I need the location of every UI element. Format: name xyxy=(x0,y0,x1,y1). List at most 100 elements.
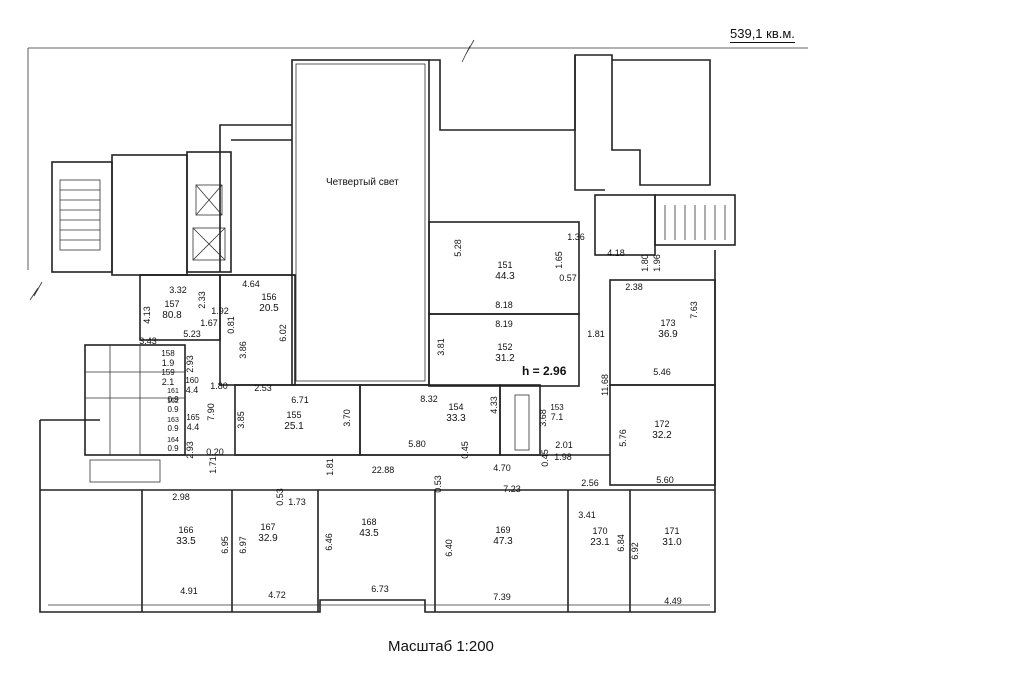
dimension-label: 7.63 xyxy=(689,301,699,319)
dimension-label: 3.32 xyxy=(169,285,187,295)
room-area-172: 32.2 xyxy=(652,430,672,441)
room-number-169: 169 xyxy=(495,525,510,535)
dimension-label: 1.98 xyxy=(554,452,572,462)
dimension-label: 6.40 xyxy=(444,539,454,557)
dimension-label: 1.65 xyxy=(554,251,564,269)
room-number-164: 164 xyxy=(167,437,179,444)
dimension-label: 0.20 xyxy=(206,447,224,457)
dimension-label: 7.90 xyxy=(206,403,216,421)
dimension-label: 5.23 xyxy=(183,329,201,339)
room-area-167: 32.9 xyxy=(258,533,278,544)
dimension-label: 4.18 xyxy=(607,248,625,258)
dimension-label: 3.43 xyxy=(139,336,157,346)
room-number-153: 153 xyxy=(550,403,564,412)
dimension-label: 0.57 xyxy=(559,273,577,283)
room-area-158: 1.9 xyxy=(162,358,175,368)
room-area-163: 0.9 xyxy=(167,424,179,433)
room-number-165: 165 xyxy=(186,413,200,422)
room-number-172: 172 xyxy=(654,419,669,429)
dimension-label: 1.96 xyxy=(652,254,662,272)
room-area-153: 7.1 xyxy=(551,412,564,422)
dimension-label: 1.71 xyxy=(208,456,218,474)
dimension-label: 5.28 xyxy=(453,239,463,257)
room-number-162: 162 xyxy=(167,398,179,405)
dimension-label: 1.81 xyxy=(325,458,335,476)
room-area-156: 20.5 xyxy=(259,303,279,314)
dimension-label: 1.81 xyxy=(587,329,605,339)
room-number-168: 168 xyxy=(361,517,376,527)
dimension-label: 6.92 xyxy=(630,542,640,560)
room-number-157: 157 xyxy=(164,299,179,309)
dimension-label: 5.60 xyxy=(656,475,674,485)
room-area-151: 44.3 xyxy=(495,271,515,282)
atrium-label: Четвертый свет xyxy=(326,177,399,188)
room-area-164: 0.9 xyxy=(167,444,179,453)
dimension-label: 1.67 xyxy=(200,318,218,328)
room-area-157: 80.8 xyxy=(162,310,182,321)
room-labels: 15144.315231.21537.115433.315525.115620.… xyxy=(161,260,682,548)
dimension-label: 8.19 xyxy=(495,319,513,329)
dimension-label: 2.56 xyxy=(581,478,599,488)
dimension-label: 4.72 xyxy=(268,590,286,600)
dimension-label: 3.85 xyxy=(236,411,246,429)
dimension-label: 6.95 xyxy=(220,536,230,554)
dimension-label: 6.97 xyxy=(238,536,248,554)
dimension-label: 1.36 xyxy=(567,232,585,242)
room-area-170: 23.1 xyxy=(590,537,610,548)
total-area-label: 539,1 кв.м. xyxy=(730,26,795,43)
room-number-173: 173 xyxy=(660,318,675,328)
dimension-label: 22.88 xyxy=(372,465,395,475)
room-number-171: 171 xyxy=(664,526,679,536)
room-number-166: 166 xyxy=(178,525,193,535)
dimension-label: 5.80 xyxy=(408,439,426,449)
scale-label: Масштаб 1:200 xyxy=(388,638,494,655)
dimension-label: 3.68 xyxy=(538,409,548,427)
room-area-155: 25.1 xyxy=(284,421,304,432)
dimension-label: 0.45 xyxy=(540,449,550,467)
room-area-165: 4.4 xyxy=(187,422,200,432)
room-area-162: 0.9 xyxy=(167,405,179,414)
room-area-169: 47.3 xyxy=(493,536,513,547)
dimension-label: 2.93 xyxy=(185,441,195,459)
dimension-label: 2.93 xyxy=(185,355,195,373)
dimension-label: 4.64 xyxy=(242,279,260,289)
dimension-label: 4.33 xyxy=(489,396,499,414)
dimension-label: 3.41 xyxy=(578,510,596,520)
dimension-label: 0.53 xyxy=(275,488,285,506)
dimension-label: 1.73 xyxy=(288,497,306,507)
dimension-label: 2.53 xyxy=(254,383,272,393)
room-number-158: 158 xyxy=(161,349,175,358)
atrium-wall xyxy=(291,59,430,386)
dimension-label: 6.02 xyxy=(278,324,288,342)
ceiling-height: h = 2.96 xyxy=(522,364,567,378)
dimension-label: 1.92 xyxy=(211,306,229,316)
dimension-label: 0.53 xyxy=(433,475,443,493)
room-area-160: 4.4 xyxy=(186,385,199,395)
dimension-label: 7.23 xyxy=(503,484,521,494)
dimension-label: 6.73 xyxy=(371,584,389,594)
dimension-label: 4.13 xyxy=(142,306,152,324)
room-area-173: 36.9 xyxy=(658,329,678,340)
dimension-label: 6.84 xyxy=(616,534,626,552)
dimension-label: 11.68 xyxy=(600,374,610,396)
room-area-152: 31.2 xyxy=(495,353,515,364)
dimension-label: 6.46 xyxy=(324,533,334,551)
room-number-155: 155 xyxy=(286,410,301,420)
dimension-label: 8.32 xyxy=(420,394,438,404)
dimension-label: 3.86 xyxy=(238,341,248,359)
dimension-label: 2.38 xyxy=(625,282,643,292)
room-area-168: 43.5 xyxy=(359,528,379,539)
dimension-label: 4.91 xyxy=(180,586,198,596)
dimension-label: 4.49 xyxy=(664,596,682,606)
room-number-154: 154 xyxy=(448,402,463,412)
room-area-166: 33.5 xyxy=(176,536,196,547)
room-number-160: 160 xyxy=(185,376,199,385)
dimension-label: 2.98 xyxy=(172,492,190,502)
room-number-163: 163 xyxy=(167,417,179,424)
room-number-170: 170 xyxy=(592,526,607,536)
dimension-label: 7.39 xyxy=(493,592,511,602)
dimension-label: 1.80 xyxy=(640,254,650,272)
room-area-171: 31.0 xyxy=(662,537,682,548)
dimension-label: 0.45 xyxy=(460,441,470,459)
dimension-label: 8.18 xyxy=(495,300,513,310)
